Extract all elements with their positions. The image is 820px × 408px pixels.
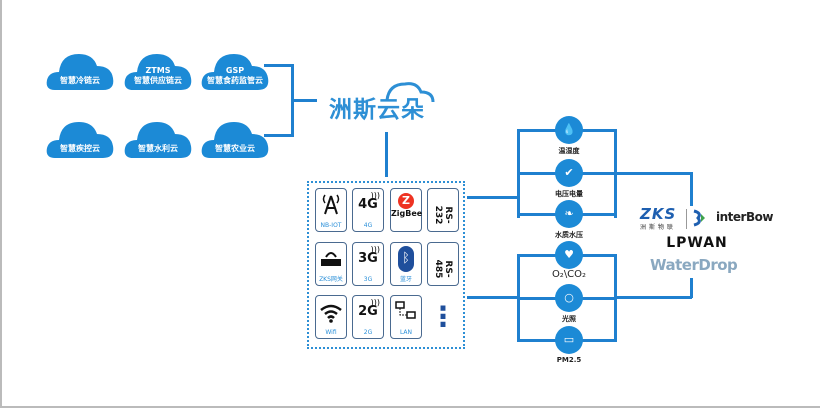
water-drop-icon: 💧	[555, 116, 583, 144]
module--: ᛒ 蓝牙	[390, 242, 422, 286]
heart-pulse-icon: ♥	[555, 241, 583, 269]
car-icon: ▭	[555, 326, 583, 354]
module-label: 3G	[363, 276, 373, 283]
cloud-service: 智慧水利云	[123, 118, 193, 160]
cloud-shape-icon	[124, 54, 192, 90]
cloud-service: 智慧疾控云	[45, 118, 115, 160]
module-label: Wifi	[325, 329, 337, 336]
module-label: NB-IOT	[320, 222, 342, 229]
module-wifi: Wifi	[315, 295, 347, 339]
module--: ⋮	[427, 295, 459, 339]
module-lan: LAN	[390, 295, 422, 339]
sensor-label: 水质水压	[555, 231, 583, 239]
sensor-label: 电压电量	[555, 190, 583, 198]
sensor-glyph: ✔	[564, 166, 574, 179]
brand-name: 洲斯云朵	[329, 97, 425, 123]
cloud-label: 智慧供应链云	[134, 76, 182, 85]
connector	[467, 196, 519, 199]
module-name: 4G	[358, 197, 378, 212]
lan-icon	[391, 296, 421, 328]
sensor-glyph: ❧	[564, 207, 574, 220]
ring-icon: ○	[555, 284, 583, 312]
cloud-label: 智慧疾控云	[60, 144, 100, 153]
module-label: 2G	[363, 329, 373, 336]
module-3g: 3G)))3G	[352, 242, 384, 286]
waterdrop-logo: WaterDrop	[650, 256, 738, 274]
cloud-label: 智慧食药监管云	[207, 76, 263, 85]
brand-logo: 洲斯云朵	[327, 78, 442, 123]
module-name: RS-485	[433, 259, 453, 279]
module-name: RS-232	[433, 205, 453, 225]
signal-icon: )))	[370, 245, 380, 254]
module-rs-232: RS-232	[427, 188, 459, 232]
module-label: LAN	[399, 329, 413, 336]
zks-logo-subtext: 洲斯物联	[640, 224, 677, 231]
signal-icon: )))	[370, 191, 380, 200]
antenna-tower-icon	[316, 189, 346, 220]
sensor-label: PM2.5	[556, 356, 582, 364]
cloud-title: GSP	[225, 66, 245, 75]
module-name: 2G	[358, 304, 378, 319]
connector	[385, 132, 388, 177]
sensor-glyph: ♥	[564, 248, 574, 261]
connector	[467, 296, 519, 299]
wifi-icon	[316, 296, 346, 328]
connector	[291, 99, 317, 102]
leaf-icon: ❧	[555, 200, 583, 228]
module-2g: 2G)))2G	[352, 295, 384, 339]
cloud-label: 智慧水利云	[138, 144, 178, 153]
cloud-service: 智慧冷链云	[45, 50, 115, 92]
sensor-label: 温湿度	[558, 147, 580, 155]
divider	[686, 209, 687, 229]
module-nb-iot: NB-IOT	[315, 188, 347, 232]
connector	[614, 172, 692, 175]
module-label: 蓝牙	[399, 276, 412, 283]
cloud-shape-icon	[124, 122, 192, 158]
sensor-glyph: 💧	[562, 123, 576, 136]
cloud-service: 智慧农业云	[200, 118, 270, 160]
module-4g: 4G)))4G	[352, 188, 384, 232]
sensor-glyph: ▭	[563, 333, 575, 346]
connector	[614, 296, 692, 299]
module-label: ZKS网关	[319, 276, 343, 283]
cloud-shape-icon	[201, 122, 269, 158]
connector	[690, 278, 693, 298]
module-label: 4G	[363, 222, 373, 229]
sensor-label: O₂\CO₂	[551, 269, 587, 280]
cloud-title: ZTMS	[145, 66, 171, 75]
bulb-icon: ✔	[555, 159, 583, 187]
lpwan-label: LPWAN	[666, 235, 728, 251]
zks-logo-text: ZKS	[640, 205, 677, 223]
module-zks-: ZKS网关	[315, 242, 347, 286]
module-name: 3G	[358, 251, 378, 266]
signal-icon: )))	[370, 298, 380, 307]
cloud-shape-icon	[46, 122, 114, 158]
cloud-shape-icon	[201, 54, 269, 90]
sensor-label: 光照	[562, 315, 576, 323]
connector	[690, 172, 693, 206]
communication-module-grid	[307, 181, 465, 349]
cloud-shape-icon	[46, 54, 114, 90]
cloud-label: 智慧农业云	[215, 144, 255, 153]
more-dots-icon: ⋮	[429, 300, 457, 333]
connector	[264, 64, 293, 67]
sensor-glyph: ○	[564, 291, 574, 304]
bluetooth-icon: ᛒ	[391, 246, 421, 272]
zks-logo: ZKS 洲斯物联	[640, 205, 690, 232]
interbow-mark-icon	[692, 208, 706, 228]
cloud-label: 智慧冷链云	[60, 76, 100, 85]
cloud-outline-icon	[385, 82, 435, 103]
module-rs-485: RS-485	[427, 242, 459, 286]
interbow-logo-text: interBow	[716, 210, 773, 224]
router-icon	[316, 243, 346, 273]
connector	[264, 134, 293, 137]
